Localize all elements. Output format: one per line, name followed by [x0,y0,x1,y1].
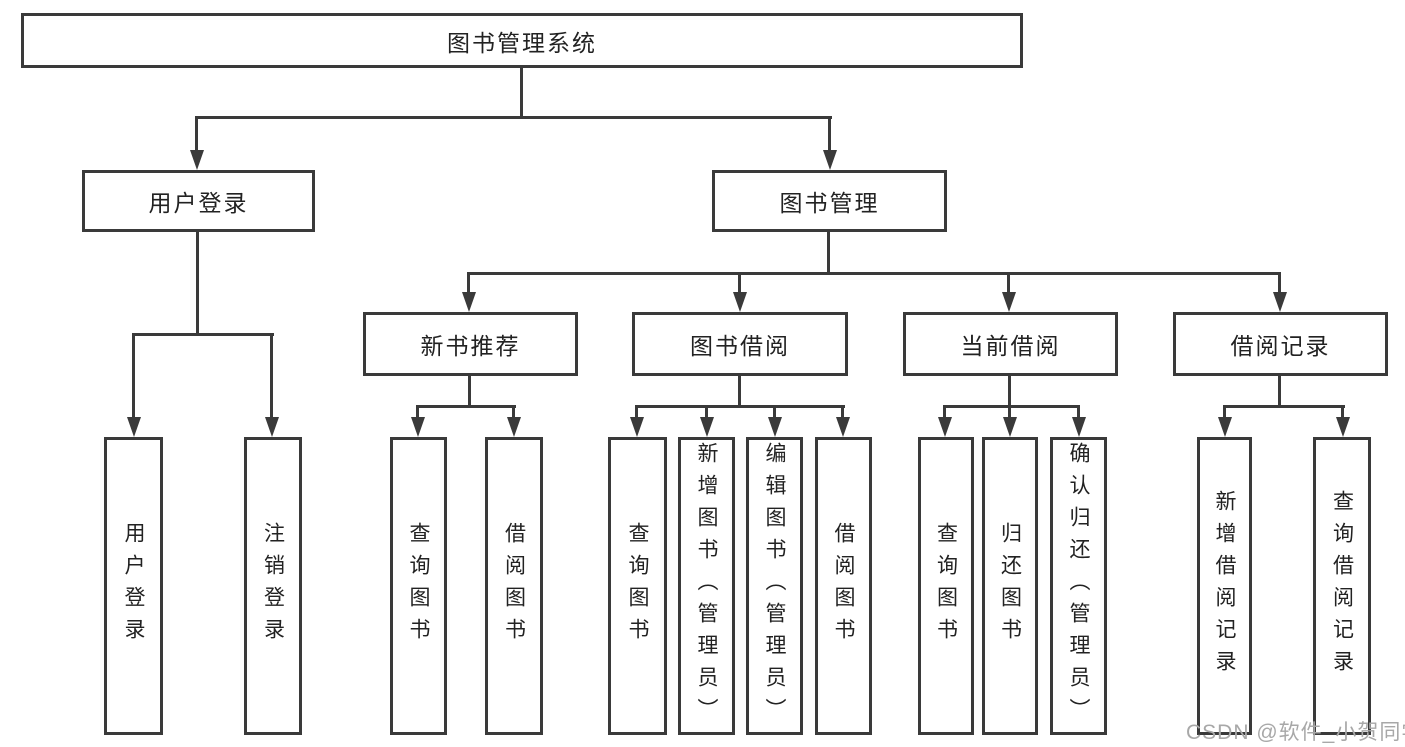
leaf-add-borrow-record-label: 新增借阅记录 [1213,490,1236,682]
arrow-down-icon [1218,417,1232,437]
connector-line [1007,272,1010,298]
node-book-management: 图书管理 [712,170,947,232]
leaf-query-books-borrow: 查询图书 [608,437,667,735]
arrow-down-icon [1003,417,1017,437]
leaf-query-books-recommend-label: 查询图书 [407,522,430,650]
connector-line [635,405,638,421]
leaf-borrow-books-recommend: 借阅图书 [485,437,543,735]
connector-line [512,405,515,421]
connector-line [635,405,845,408]
arrow-down-icon [507,417,521,437]
connector-line [1008,405,1011,421]
node-new-book-recommend-label: 新书推荐 [420,333,521,359]
leaf-query-borrow-record: 查询借阅记录 [1313,437,1371,735]
leaf-user-login: 用户登录 [104,437,163,735]
connector-line [943,405,1080,408]
leaf-logout-label: 注销登录 [261,522,285,650]
csdn-watermark: CSDN @软件_小贺同学 [1186,721,1405,744]
connector-line [416,405,419,421]
connector-line [1008,376,1011,408]
arrow-down-icon [630,417,644,437]
connector-line [827,232,830,275]
connector-line [467,272,470,298]
arrow-down-icon [190,150,204,170]
node-book-borrow-label: 图书借阅 [690,333,790,359]
connector-line [520,68,523,119]
leaf-edit-books-admin-label: 编辑图书（管理员） [763,442,786,730]
connector-line [1077,405,1080,421]
node-borrow-records: 借阅记录 [1173,312,1388,376]
connector-line [828,116,831,154]
node-new-book-recommend: 新书推荐 [363,312,578,376]
connector-line [270,333,273,421]
connector-line [1341,405,1344,421]
arrow-down-icon [1002,292,1016,312]
node-current-borrow-label: 当前借阅 [960,333,1061,359]
connector-line [132,333,135,421]
leaf-borrow-books-recommend-label: 借阅图书 [502,522,526,650]
leaf-query-books-current: 查询图书 [918,437,974,735]
node-book-management-label: 图书管理 [779,190,880,216]
node-book-borrow: 图书借阅 [632,312,848,376]
connector-line [773,405,776,421]
leaf-confirm-return-admin-label: 确认归还（管理员） [1067,442,1090,730]
arrow-down-icon [462,292,476,312]
arrow-down-icon [836,417,850,437]
leaf-add-borrow-record: 新增借阅记录 [1197,437,1252,735]
node-root-label: 图书管理系统 [447,29,597,56]
leaf-return-books: 归还图书 [982,437,1038,735]
connector-line [1223,405,1345,408]
connector-line [468,376,471,408]
arrow-down-icon [768,417,782,437]
connector-line [195,116,198,154]
arrow-down-icon [700,417,714,437]
leaf-edit-books-admin: 编辑图书（管理员） [746,437,803,735]
arrow-down-icon [127,417,141,437]
arrow-down-icon [1072,417,1086,437]
arrow-down-icon [823,150,837,170]
node-borrow-records-label: 借阅记录 [1230,333,1331,359]
connector-line [1278,376,1281,408]
connector-line [467,272,1281,275]
node-root: 图书管理系统 [21,13,1023,68]
leaf-return-books-label: 归还图书 [998,522,1022,650]
connector-line [738,272,741,298]
connector-line [1223,405,1226,421]
connector-line [943,405,946,421]
connector-line [705,405,708,421]
connector-line [1278,272,1281,298]
arrow-down-icon [733,292,747,312]
leaf-query-books-current-label: 查询图书 [934,522,958,650]
leaf-query-books-borrow-label: 查询图书 [626,522,649,650]
connector-line [416,405,516,408]
leaf-add-books-admin: 新增图书（管理员） [678,437,735,735]
arrow-down-icon [938,417,952,437]
connector-line [132,333,274,336]
leaf-borrow-books-label: 借阅图书 [832,522,855,650]
connector-line [196,232,199,336]
node-user-login: 用户登录 [82,170,315,232]
leaf-confirm-return-admin: 确认归还（管理员） [1050,437,1107,735]
leaf-query-books-recommend: 查询图书 [390,437,447,735]
connector-line [841,405,844,421]
arrow-down-icon [265,417,279,437]
connector-line [195,116,832,119]
leaf-query-borrow-record-label: 查询借阅记录 [1330,490,1354,682]
leaf-logout: 注销登录 [244,437,302,735]
leaf-user-login-label: 用户登录 [122,522,145,650]
arrow-down-icon [1273,292,1287,312]
arrow-down-icon [1336,417,1350,437]
leaf-borrow-books: 借阅图书 [815,437,872,735]
connector-line [738,376,741,408]
node-current-borrow: 当前借阅 [903,312,1118,376]
node-user-login-label: 用户登录 [148,190,249,216]
leaf-add-books-admin-label: 新增图书（管理员） [695,442,718,730]
arrow-down-icon [411,417,425,437]
